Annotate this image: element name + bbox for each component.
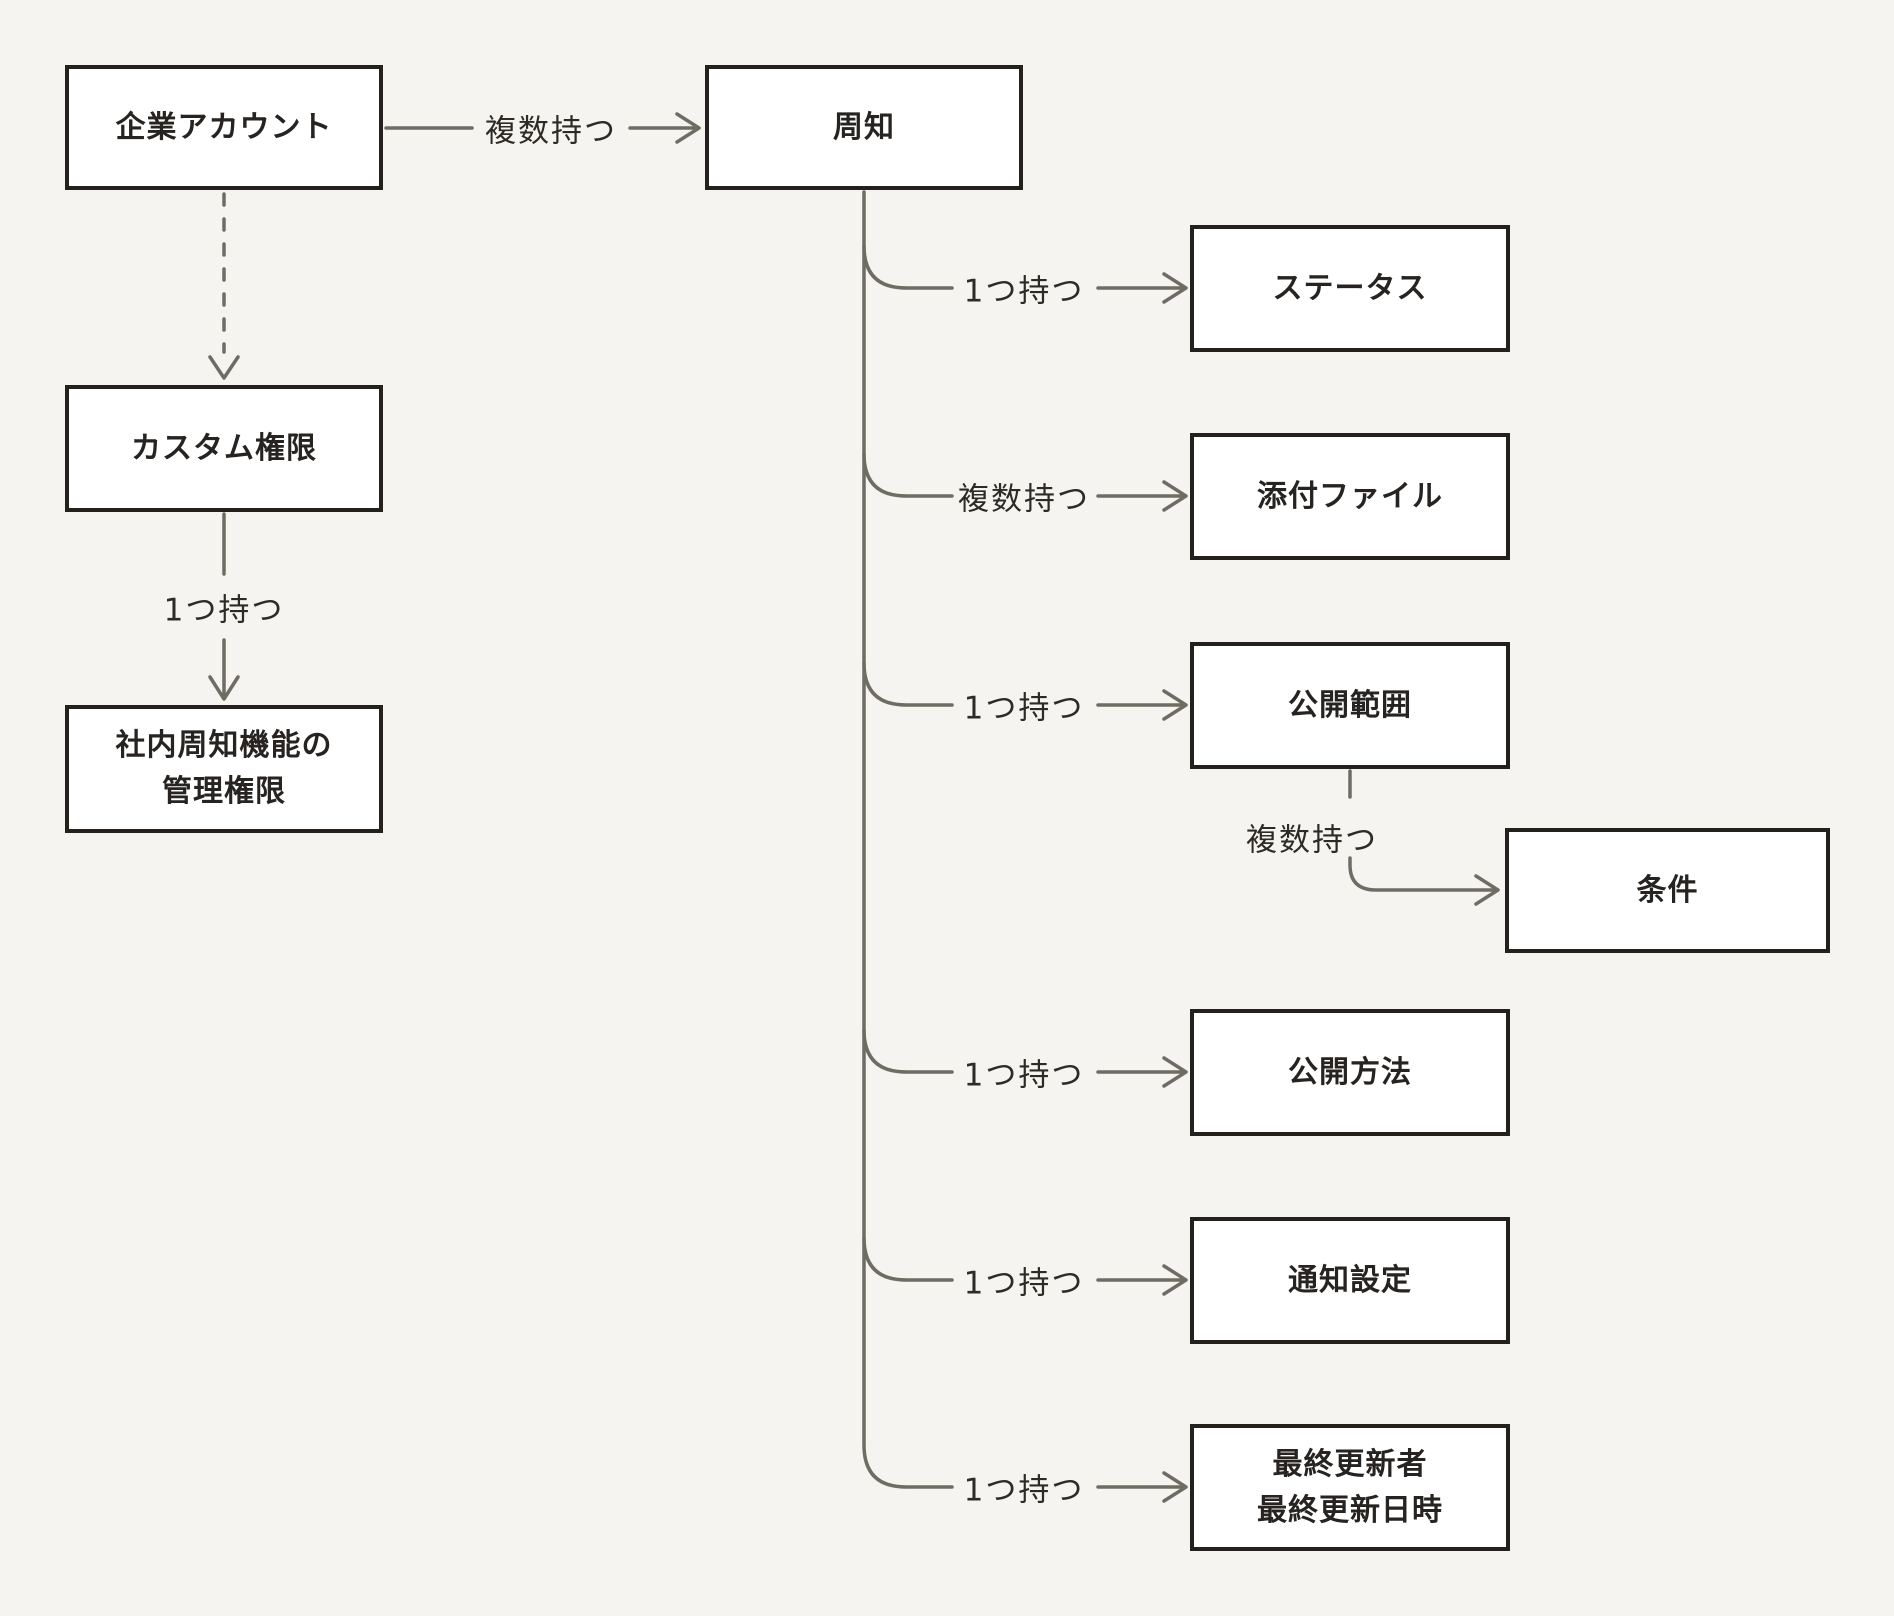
node-last-updated: 最終更新者 最終更新日時 — [1190, 1424, 1510, 1551]
node-attachments: 添付ファイル — [1190, 433, 1510, 560]
node-status: ステータス — [1190, 225, 1510, 352]
branch-curve-attachments — [862, 452, 954, 498]
node-condition: 条件 — [1505, 828, 1830, 953]
announcement-trunk-line — [862, 190, 954, 1489]
node-publish-scope-label: 公開範囲 — [1288, 687, 1412, 723]
node-status-label: ステータス — [1272, 270, 1428, 306]
edge-scope-to-condition-elbow — [1348, 856, 1498, 892]
node-custom-permission: カスタム権限 — [65, 385, 383, 512]
node-notification-settings: 通知設定 — [1190, 1217, 1510, 1344]
node-company-account: 企業アカウント — [65, 65, 383, 190]
node-announcement: 周知 — [705, 65, 1023, 190]
edge-to-notification-settings-arrowhead — [1162, 1264, 1188, 1296]
edge-label-announcement-to-last-updated: 1つ持つ — [963, 1472, 1085, 1509]
node-internal-admin-permission: 社内周知機能の 管理権限 — [65, 705, 383, 833]
edge-custom-to-internal-arrowhead — [208, 675, 240, 701]
node-notification-settings-label: 通知設定 — [1288, 1262, 1412, 1298]
edge-label-announcement-to-status: 1つ持つ — [963, 273, 1085, 310]
node-last-updated-line2: 最終更新日時 — [1257, 1492, 1443, 1528]
branch-curve-notification-settings — [862, 1236, 954, 1282]
edge-to-last-updated-arrowhead — [1162, 1471, 1188, 1503]
branch-curve-status — [862, 244, 954, 290]
edge-label-company-to-announcement: 複数持つ — [485, 113, 617, 150]
edge-label-announcement-to-publish-method: 1つ持つ — [963, 1057, 1085, 1094]
node-publish-method: 公開方法 — [1190, 1009, 1510, 1136]
edge-to-publish-method-arrowhead — [1162, 1056, 1188, 1088]
edge-label-announcement-to-publish-scope: 1つ持つ — [963, 690, 1085, 727]
node-company-account-label: 企業アカウント — [115, 109, 333, 145]
edge-to-publish-scope-arrowhead — [1162, 689, 1188, 721]
edge-company-to-custom-arrowhead — [208, 355, 240, 380]
node-publish-scope: 公開範囲 — [1190, 642, 1510, 769]
node-internal-admin-permission-line1: 社内周知機能の — [115, 728, 333, 763]
edge-label-custom-to-internal: 1つ持つ — [163, 592, 285, 629]
node-custom-permission-label: カスタム権限 — [131, 430, 317, 466]
node-internal-admin-permission-line2: 管理権限 — [162, 774, 286, 809]
edge-label-announcement-to-attachments: 複数持つ — [958, 481, 1090, 518]
edge-label-announcement-to-notification-settings: 1つ持つ — [963, 1265, 1085, 1302]
edge-to-attachments-arrowhead — [1162, 480, 1188, 512]
edge-to-status-arrowhead — [1162, 272, 1188, 304]
branch-curve-publish-method — [862, 1028, 954, 1074]
node-announcement-label: 周知 — [833, 109, 895, 145]
node-last-updated-line1: 最終更新者 — [1272, 1446, 1428, 1482]
branch-curve-publish-scope — [862, 661, 954, 707]
node-condition-label: 条件 — [1636, 872, 1699, 908]
node-publish-method-label: 公開方法 — [1288, 1054, 1412, 1090]
edge-company-to-announcement-arrowhead — [675, 112, 701, 144]
edge-scope-to-condition-arrowhead — [1474, 874, 1500, 906]
edge-label-publish-scope-to-condition: 複数持つ — [1246, 822, 1378, 859]
node-attachments-label: 添付ファイル — [1257, 478, 1443, 514]
